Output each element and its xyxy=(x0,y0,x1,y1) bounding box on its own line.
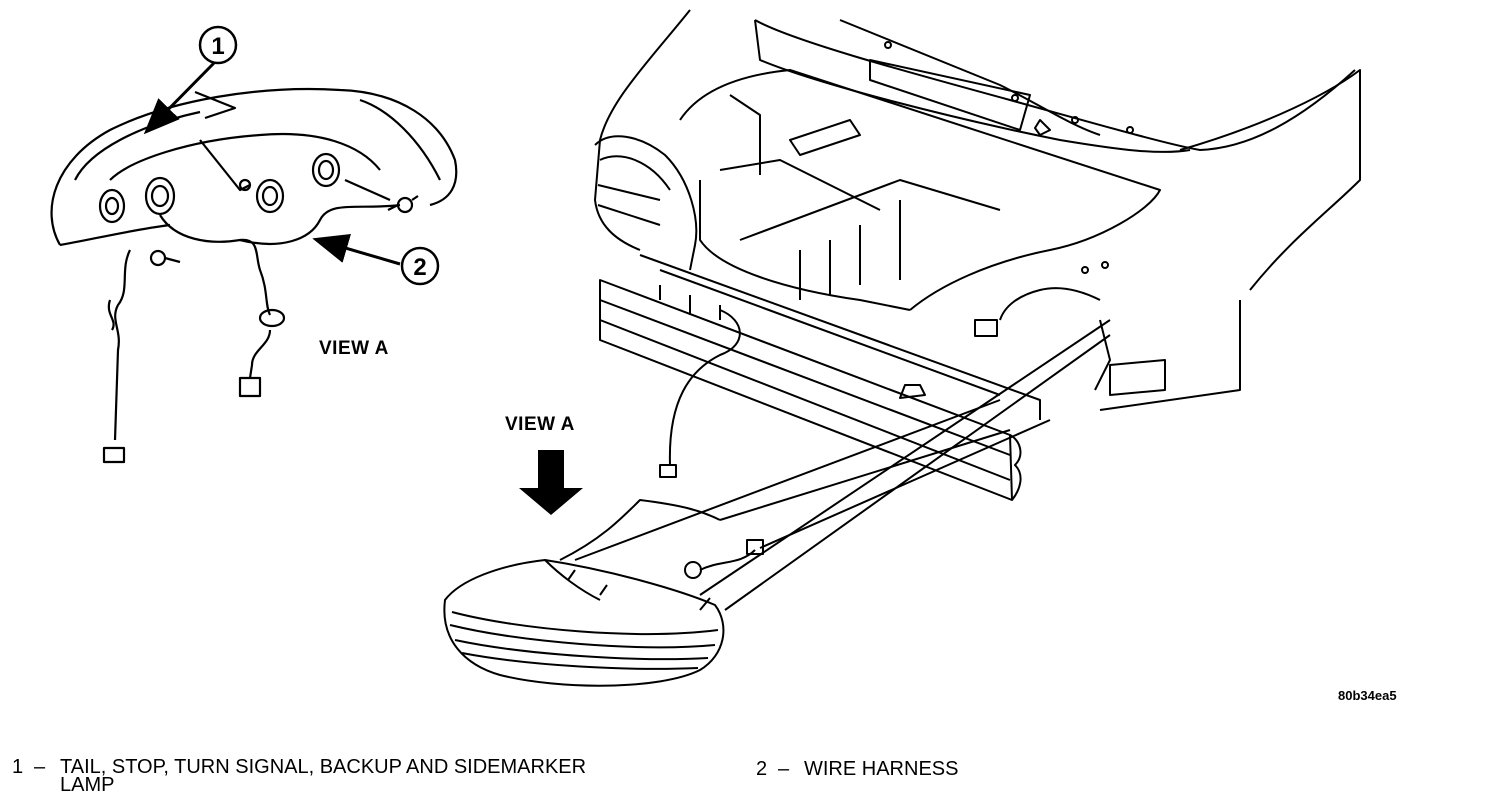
callout-2-number: 2 xyxy=(413,254,426,281)
legend-item-2-dash: – xyxy=(778,758,790,780)
legend-item-2: 2–WIRE HARNESS xyxy=(756,758,959,780)
lamp-exploded-view xyxy=(443,319,1111,687)
view-a-detail-label: VIEW A xyxy=(319,338,389,359)
legend-item-1: 1–TAIL, STOP, TURN SIGNAL, BACKUP AND SI… xyxy=(12,756,587,796)
callout-1-number: 1 xyxy=(211,33,224,60)
legend-item-2-text: WIRE HARNESS xyxy=(804,758,959,780)
vehicle-rear-view xyxy=(594,9,1361,501)
legend-item-1-text: TAIL, STOP, TURN SIGNAL, BACKUP AND SIDE… xyxy=(60,756,587,778)
callout-1: 1 xyxy=(198,25,238,65)
legend-item-1-text-line2: LAMP xyxy=(60,774,115,796)
figure-code: 80b34ea5 xyxy=(1338,688,1397,703)
legend-item-1-number: 1 xyxy=(12,756,24,778)
legend-item-2-number: 2 xyxy=(756,758,768,780)
legend-item-1-dash: – xyxy=(34,756,46,778)
view-a-arrow-label: VIEW A xyxy=(505,414,575,435)
lamp-detail-view xyxy=(50,60,458,464)
view-a-direction-arrow xyxy=(519,450,583,515)
callout-2: 2 xyxy=(400,246,440,286)
